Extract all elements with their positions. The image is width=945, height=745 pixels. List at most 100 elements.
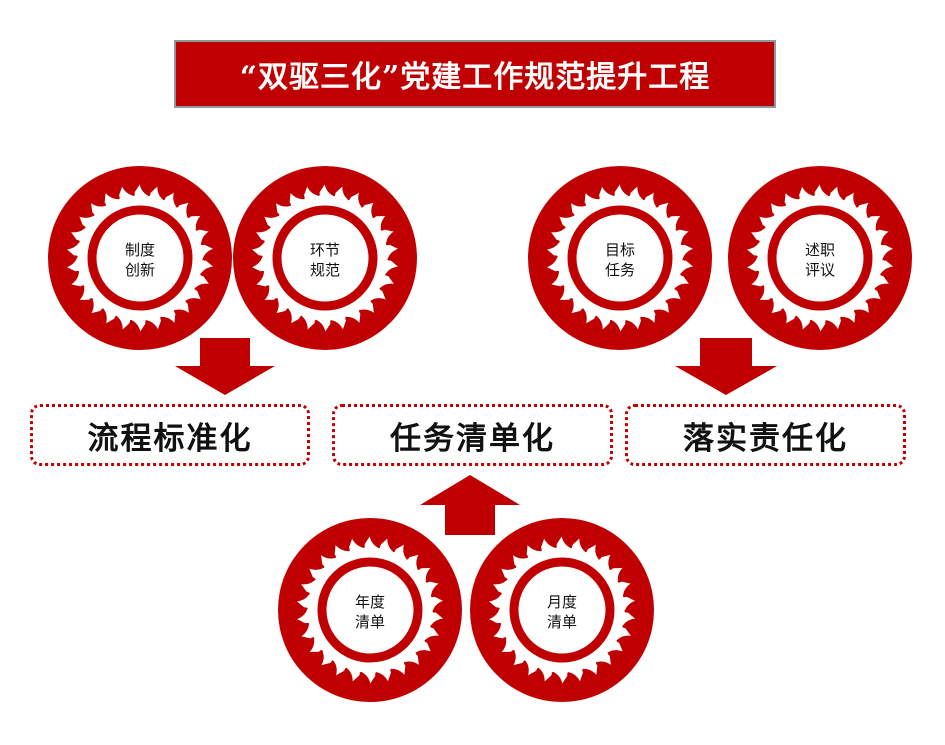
gear-tooth: [819, 320, 839, 333]
gear-tooth: [784, 315, 803, 331]
gear-tooth: [342, 185, 361, 201]
gear-tooth: [749, 283, 765, 302]
gear-tooth: [801, 183, 821, 196]
gear-tooth: [557, 201, 575, 218]
arrow-down-left: [175, 338, 275, 395]
gear-tooth: [499, 650, 516, 667]
arrow-up-center: [420, 475, 520, 535]
gear-tooth: [69, 214, 86, 233]
gear-tooth: [77, 201, 95, 218]
gear-tooth: [250, 248, 263, 268]
gear-tooth: [200, 230, 215, 250]
gear-tooth: [324, 183, 344, 197]
gear-label-line1: 述职: [805, 241, 835, 259]
gear-tooth: [379, 283, 396, 302]
gear-tooth: [745, 248, 758, 268]
gear-tooth: [624, 600, 637, 620]
gear-tooth: [680, 266, 695, 286]
gear-tooth: [369, 672, 389, 685]
gear-tooth: [622, 582, 637, 602]
gear-tooth: [665, 298, 683, 315]
gear-tooth: [387, 248, 400, 268]
gear-tooth: [77, 298, 94, 315]
gear-tooth: [380, 214, 396, 233]
gear-tooth: [185, 298, 203, 315]
gear-tooth: [186, 201, 203, 218]
gear-tooth: [157, 185, 176, 201]
gear-tooth: [324, 320, 344, 333]
gear-tooth: [89, 308, 107, 325]
gear-tooth: [569, 191, 587, 207]
gear-tooth: [358, 191, 376, 208]
gear-tooth: [274, 191, 292, 207]
gear-tooth: [875, 214, 891, 233]
gear-tooth: [545, 266, 560, 286]
gear-tooth: [526, 537, 545, 552]
gear-tooth: [616, 635, 633, 654]
gear-tooth: [319, 660, 337, 677]
gear-label-line1: 月度: [547, 593, 577, 611]
task-listing-box: 任务清单化: [332, 404, 613, 466]
arrow-down-right: [675, 338, 777, 395]
gear-tooth: [299, 566, 316, 585]
gear-tooth: [195, 214, 211, 233]
gear-tooth: [608, 553, 625, 570]
gear-label-line2: 清单: [547, 613, 577, 631]
gear-tooth: [415, 650, 433, 667]
gear-tooth: [543, 535, 563, 548]
gear-tooth: [511, 660, 529, 677]
gear-tooth: [299, 635, 315, 654]
gear-tooth: [491, 635, 507, 654]
gear-tooth: [801, 319, 821, 333]
gear-tooth: [121, 319, 141, 333]
gear-tooth: [200, 266, 215, 286]
gear-tooth: [432, 600, 445, 620]
gear-tooth: [202, 248, 215, 268]
gear-tooth: [358, 309, 376, 325]
gear-tooth: [595, 543, 613, 560]
gear-tooth: [769, 191, 787, 207]
gear-tooth: [769, 308, 787, 325]
gear-tooth: [865, 298, 883, 315]
gear-tooth: [403, 543, 421, 560]
gear-tooth: [121, 183, 141, 196]
gear-tooth: [499, 553, 517, 570]
gear-tooth: [607, 650, 625, 667]
gear-tooth: [617, 566, 633, 585]
gear-tooth: [424, 635, 441, 654]
gear-tooth: [387, 668, 406, 683]
gear-tooth: [334, 537, 353, 552]
gear-tooth: [880, 266, 895, 286]
gear-tooth: [880, 230, 895, 250]
gear-tooth: [557, 298, 574, 315]
gear-tooth: [601, 183, 621, 196]
gear-tooth: [569, 308, 587, 325]
gear-tooth: [139, 183, 159, 197]
gear-tooth: [289, 185, 308, 200]
gear-tooth: [745, 266, 760, 286]
gear-tooth: [674, 283, 691, 302]
gear-tooth: [819, 183, 839, 197]
gear-tooth: [757, 298, 774, 315]
gear-tooth: [595, 661, 613, 677]
gear-tooth: [619, 320, 639, 333]
gear-tooth: [370, 298, 388, 315]
gear-tooth: [622, 618, 637, 638]
gear-tooth: [351, 535, 371, 548]
gear-tooth: [262, 201, 280, 218]
gear-label-line1: 年度: [355, 593, 385, 611]
gear-label-line2: 规范: [310, 261, 340, 279]
gear-tooth: [89, 191, 107, 207]
gear-tooth: [784, 185, 803, 200]
gear-tooth: [487, 600, 500, 620]
gear-tooth: [65, 266, 80, 286]
gear-label-line2: 评议: [805, 261, 835, 279]
gear-tooth: [745, 230, 760, 250]
gear-tooth: [334, 667, 353, 683]
gear-tooth: [385, 230, 400, 250]
gear-tooth: [274, 308, 292, 325]
